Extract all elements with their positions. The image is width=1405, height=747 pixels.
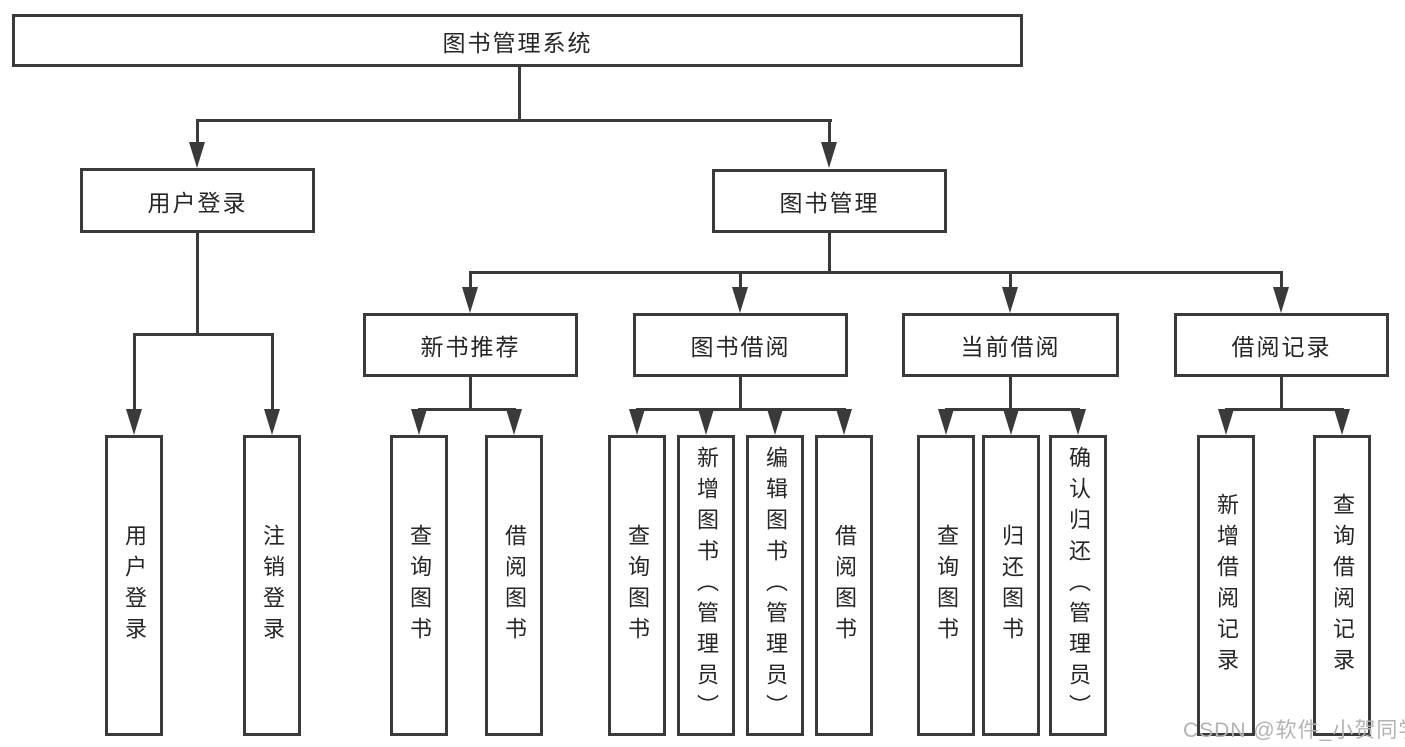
connector-records-trunk — [1280, 377, 1283, 408]
leaf-bb-borrow-books: 借阅图书 — [815, 435, 873, 736]
leaf-bb-add-books-admin-label: 新增图书（管理员） — [694, 446, 719, 725]
arrow-to-bb-edit — [767, 409, 783, 435]
connector-user-login-trunk — [196, 233, 199, 333]
connector-current-stem — [1009, 271, 1012, 289]
leaf-bb-add-books-admin: 新增图书（管理员） — [677, 435, 735, 736]
node-borrow-records-label: 借阅记录 — [1231, 334, 1332, 360]
leaf-bb-edit-books-admin-label: 编辑图书（管理员） — [763, 446, 788, 725]
leaf-cb-return-books: 归还图书 — [982, 435, 1040, 736]
leaf-bb-query-books: 查询图书 — [608, 435, 666, 736]
arrow-to-cb-query — [938, 409, 954, 435]
leaf-logout: 注销登录 — [243, 435, 301, 736]
connector-borrowing-stem — [739, 271, 742, 289]
node-user-login-label: 用户登录 — [147, 189, 248, 216]
arrow-to-records — [1273, 287, 1289, 313]
arrow-to-bb-query — [629, 409, 645, 435]
node-borrowing: 图书借阅 — [633, 313, 848, 377]
connector-logout-leaf-stem — [271, 333, 274, 410]
leaf-nb-borrow-books: 借阅图书 — [485, 435, 543, 736]
leaf-br-add-record-label: 新增借阅记录 — [1214, 492, 1239, 679]
node-current-borrow-label: 当前借阅 — [960, 334, 1061, 360]
arrow-to-book-mgmt — [821, 142, 837, 168]
connector-records-stem — [1280, 271, 1283, 289]
leaf-nb-borrow-books-label: 借阅图书 — [502, 523, 527, 648]
leaf-cb-query-books: 查询图书 — [917, 435, 975, 736]
arrow-to-new-books — [462, 287, 478, 313]
connector-new-books-trunk — [469, 377, 472, 408]
arrow-to-cb-return — [1003, 409, 1019, 435]
leaf-logout-label: 注销登录 — [260, 523, 285, 648]
arrow-to-bb-add — [698, 409, 714, 435]
node-new-books-label: 新书推荐 — [420, 334, 521, 360]
leaf-cb-confirm-return-admin-label: 确认归还（管理员） — [1066, 446, 1091, 725]
arrow-to-leaf-user-login — [126, 409, 142, 435]
connector-current-trunk — [1009, 377, 1012, 408]
arrow-to-nb-borrow — [506, 409, 522, 435]
node-book-management: 图书管理 — [712, 169, 947, 233]
leaf-cb-return-books-label: 归还图书 — [999, 523, 1024, 648]
leaf-user-login: 用户登录 — [105, 435, 163, 736]
connector-new-books-stem — [469, 271, 472, 289]
node-root-system: 图书管理系统 — [12, 14, 1023, 67]
connector-book-mgmt-trunk — [828, 233, 831, 271]
arrow-to-br-query — [1334, 409, 1350, 435]
node-current-borrow: 当前借阅 — [902, 313, 1119, 377]
leaf-nb-query-books-label: 查询图书 — [407, 523, 432, 648]
connector-records-splitter — [1225, 408, 1344, 411]
leaf-br-query-record-label: 查询借阅记录 — [1330, 492, 1355, 679]
connector-user-login-splitter — [133, 333, 274, 336]
arrow-to-nb-query — [411, 409, 427, 435]
csdn-watermark: CSDN @软件_小贺同学 — [1183, 719, 1405, 742]
connector-book-mgmt-stem — [828, 119, 831, 144]
connector-root-trunk — [518, 67, 521, 119]
node-borrow-records: 借阅记录 — [1174, 313, 1389, 377]
leaf-bb-edit-books-admin: 编辑图书（管理员） — [746, 435, 804, 736]
connector-borrowing-splitter — [636, 408, 846, 411]
connector-login-leaf-stem — [133, 333, 136, 410]
arrow-to-br-add — [1218, 409, 1234, 435]
node-user-login: 用户登录 — [80, 168, 315, 233]
arrow-to-user-login — [189, 142, 205, 168]
node-root-system-label: 图书管理系统 — [442, 29, 593, 56]
arrow-to-leaf-logout — [264, 409, 280, 435]
connector-level2-splitter — [196, 119, 832, 122]
node-borrowing-label: 图书借阅 — [690, 334, 791, 360]
arrow-to-borrowing — [732, 287, 748, 313]
arrow-to-cb-confirm — [1070, 409, 1086, 435]
leaf-cb-confirm-return-admin: 确认归还（管理员） — [1049, 435, 1107, 736]
connector-user-login-stem — [196, 119, 199, 144]
leaf-cb-query-books-label: 查询图书 — [934, 523, 959, 648]
node-book-management-label: 图书管理 — [779, 190, 880, 216]
leaf-nb-query-books: 查询图书 — [390, 435, 448, 736]
connector-borrowing-trunk — [739, 377, 742, 408]
arrow-to-current — [1002, 287, 1018, 313]
leaf-bb-query-books-label: 查询图书 — [625, 523, 650, 648]
arrow-to-bb-borrow — [836, 409, 852, 435]
connector-new-books-splitter — [418, 408, 516, 411]
connector-level3-splitter — [469, 271, 1283, 274]
leaf-bb-borrow-books-label: 借阅图书 — [832, 523, 857, 648]
leaf-br-add-record: 新增借阅记录 — [1197, 435, 1255, 736]
leaf-br-query-record: 查询借阅记录 — [1313, 435, 1371, 736]
node-new-books: 新书推荐 — [363, 313, 578, 377]
leaf-user-login-label: 用户登录 — [122, 523, 147, 648]
